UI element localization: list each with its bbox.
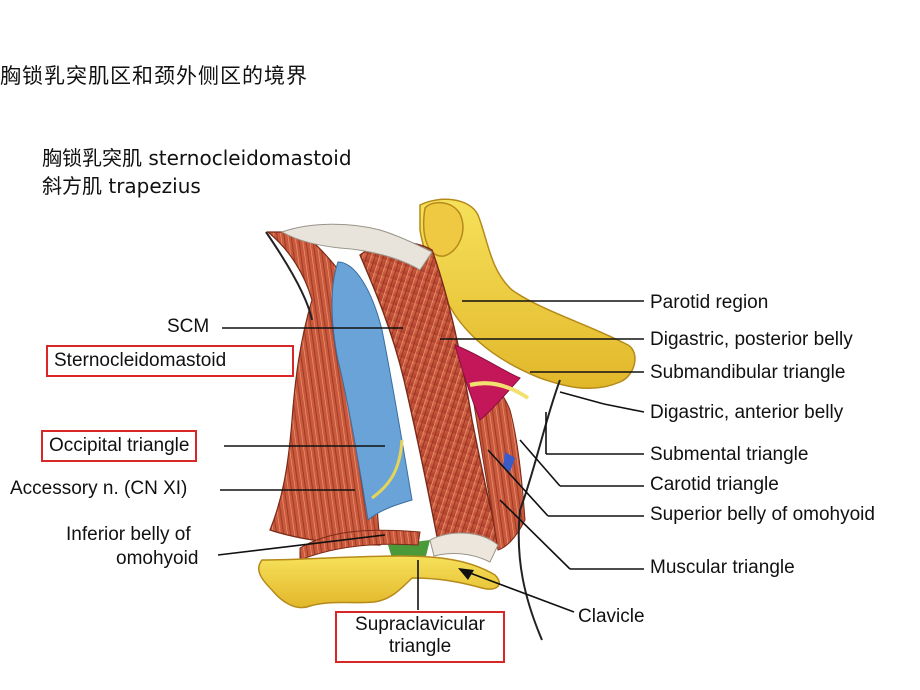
- leader-lines: [217, 300, 645, 613]
- clavicle-bone: [258, 555, 500, 609]
- label-supraclavicular-triangle: Supraclavicular triangle: [335, 611, 505, 663]
- label-digastric-posterior: Digastric, posterior belly: [650, 329, 853, 350]
- label-superior-belly-omohyoid: Superior belly of omohyoid: [650, 504, 875, 525]
- label-supraclavicular-line1: Supraclavicular: [355, 614, 485, 635]
- neck-outline-left: [265, 231, 313, 321]
- label-occipital-triangle: Occipital triangle: [41, 430, 198, 462]
- label-inferior-belly-line1: Inferior belly of: [66, 524, 191, 545]
- neck-outline-right: [517, 379, 561, 641]
- label-submental-triangle: Submental triangle: [650, 444, 809, 465]
- label-muscular-triangle: Muscular triangle: [650, 557, 795, 578]
- digastric-tendon: [469, 381, 530, 400]
- subtitle-scm: 胸锁乳突肌 sternocleidomastoid: [42, 146, 352, 170]
- occipital-triangle-region: [331, 261, 413, 521]
- label-clavicle: Clavicle: [578, 606, 645, 627]
- label-scm: SCM: [167, 316, 210, 337]
- carotid-vessel: [503, 452, 515, 472]
- label-inferior-belly-line2: omohyoid: [116, 548, 199, 569]
- mastoid-process: [423, 201, 464, 257]
- label-digastric-anterior: Digastric, anterior belly: [650, 402, 844, 423]
- clavicle-arrow-icon: [458, 568, 474, 580]
- accessory-nerve: [371, 439, 404, 500]
- label-submandibular-triangle: Submandibular triangle: [650, 362, 846, 383]
- tendon-top: [280, 223, 433, 271]
- mandible-bone: [419, 198, 636, 389]
- label-parotid-region: Parotid region: [650, 292, 769, 313]
- subtitle-trapezius: 斜方肌 trapezius: [42, 174, 201, 198]
- omohyoid-inferior-belly: [299, 529, 421, 561]
- label-supraclavicular-line2: triangle: [388, 636, 452, 657]
- label-carotid-triangle: Carotid triangle: [650, 474, 779, 495]
- label-accessory-nerve: Accessory n. (CN XI): [10, 478, 188, 499]
- label-sternocleidomastoid: Sternocleidomastoid: [46, 345, 294, 377]
- slide-title: 胸锁乳突肌区和颈外侧区的境界: [0, 64, 308, 88]
- tendon-bottom: [429, 532, 499, 563]
